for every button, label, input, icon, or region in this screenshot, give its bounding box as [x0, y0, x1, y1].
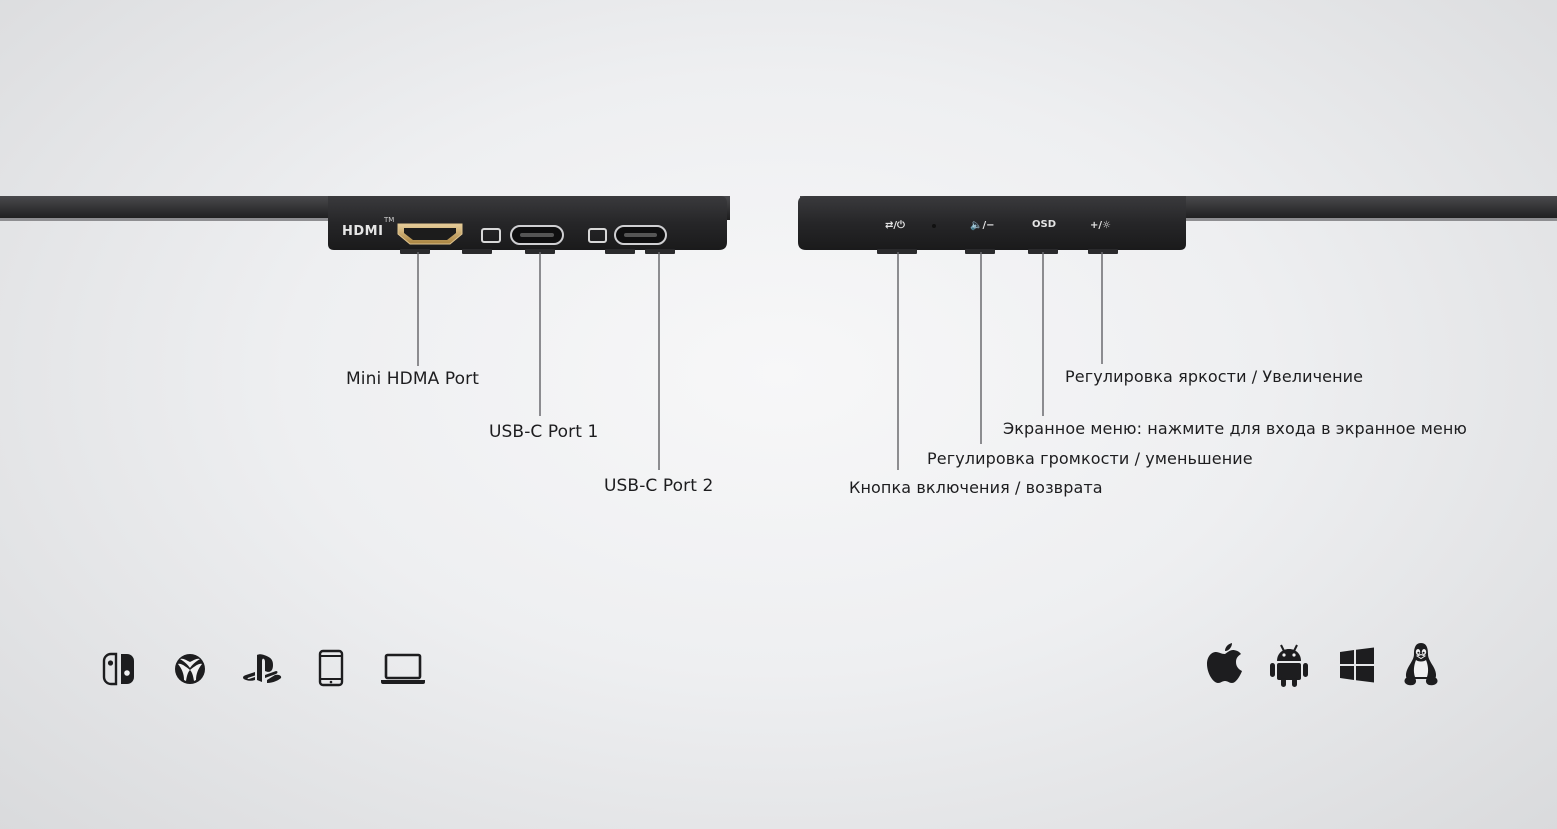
mini-hdmi-port — [397, 223, 463, 245]
phone-icon — [318, 649, 344, 687]
laptop-icon — [381, 653, 425, 684]
windows-icon — [1340, 647, 1374, 683]
label-volume-button: Регулировка громкости / уменьшение — [927, 449, 1253, 468]
label-power-button: Кнопка включения / возврата — [849, 478, 1103, 497]
volume-button-marking: 🔈/− — [970, 220, 994, 231]
label-brightness-button: Регулировка яркости / Увеличение — [1065, 367, 1364, 386]
xbox-icon — [175, 654, 205, 684]
usb-port-symbol-2 — [588, 228, 607, 243]
usb-c-port-2 — [614, 225, 667, 245]
hdmi-tm: TM — [383, 216, 394, 224]
linux-icon — [1404, 643, 1438, 686]
hdmi-logo: HDMI — [342, 224, 383, 239]
usb-c-port-1 — [510, 225, 564, 245]
brightness-button-marking: +/☼ — [1090, 220, 1111, 231]
label-usb-c-port-1: USB-C Port 1 — [489, 422, 599, 442]
label-usb-c-port-2: USB-C Port 2 — [604, 476, 714, 496]
apple-icon — [1207, 643, 1242, 683]
switch-icon — [102, 652, 134, 686]
label-mini-hdmi-port: Mini HDMA Port — [346, 369, 479, 389]
usb-port-symbol-1 — [481, 228, 501, 243]
label-osd-button: Экранное меню: нажмите для входа в экран… — [1003, 419, 1468, 438]
osd-button-marking: OSD — [1032, 219, 1056, 230]
right-device-edge — [798, 196, 1557, 254]
power-button-marking: ⇄/⏻ — [885, 219, 905, 231]
android-icon — [1270, 644, 1308, 687]
playstation-icon — [243, 654, 282, 683]
leader-lines — [417, 252, 1103, 470]
